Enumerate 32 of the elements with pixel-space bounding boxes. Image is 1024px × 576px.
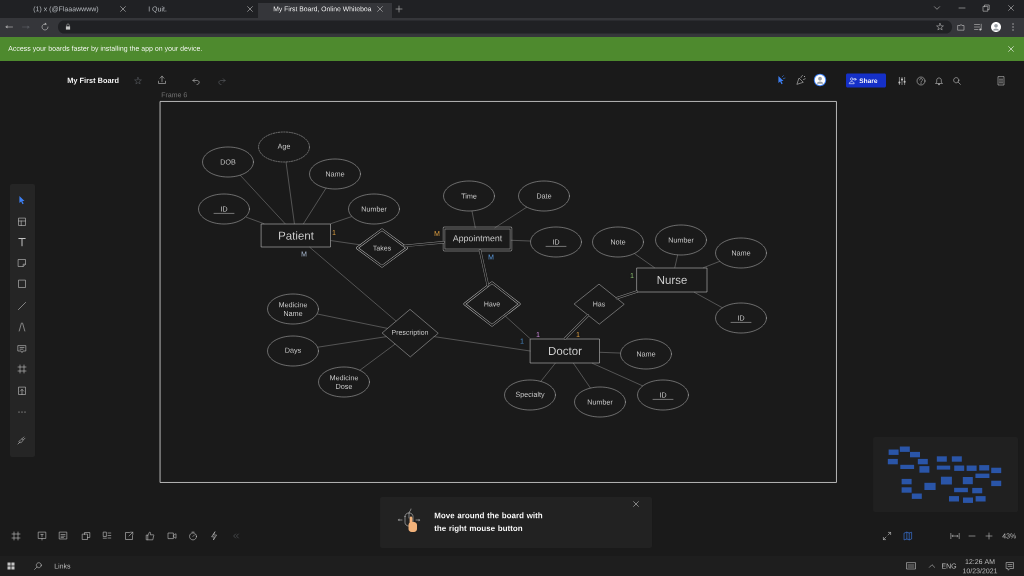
connector-line (592, 363, 643, 387)
tooltip-text: Move around the board with the right mouse button (434, 512, 543, 533)
entity-box: Nurse (636, 267, 708, 293)
connector-line (511, 240, 531, 242)
connector-line (563, 314, 590, 340)
connector-line (317, 336, 387, 348)
connector-line (359, 343, 396, 371)
connector-line (285, 161, 295, 224)
connector-line (330, 240, 362, 246)
connector-line (494, 207, 527, 229)
connector-line (504, 315, 531, 339)
connector-line (303, 188, 327, 224)
connector-line (330, 216, 352, 224)
connector-line (317, 313, 388, 329)
connector-line (245, 216, 265, 224)
connector-line (403, 241, 445, 248)
connector-line (599, 352, 621, 354)
connector-line (674, 254, 678, 268)
entity-box: Patient (261, 223, 331, 248)
connector-line (540, 363, 556, 382)
connector-line (433, 336, 531, 352)
connector-line (478, 249, 490, 287)
connector-line (634, 253, 655, 268)
weak-entity-box: Appointment (442, 226, 513, 252)
connector-line (694, 292, 723, 308)
connector-line (309, 247, 397, 322)
connector-line (471, 210, 476, 229)
connector-line (615, 290, 638, 300)
connector-line (240, 175, 286, 224)
entity-box: Doctor (530, 338, 600, 364)
connector-line (573, 363, 591, 389)
connector-line (703, 261, 720, 268)
